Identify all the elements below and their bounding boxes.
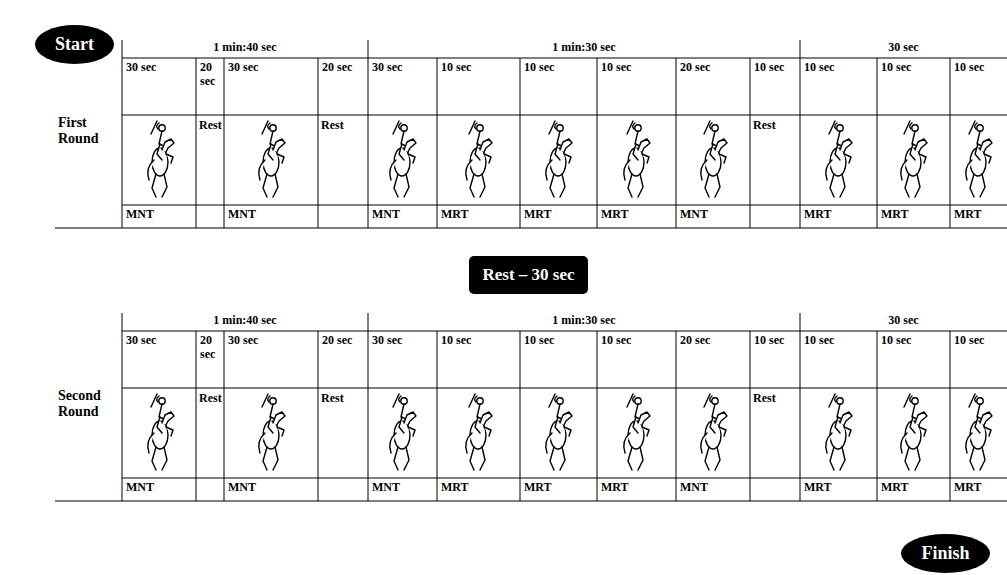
training-type: MRT — [804, 481, 875, 495]
second-round-grid — [55, 313, 1007, 501]
training-type: MRT — [954, 208, 1005, 222]
training-type: MNT — [372, 208, 435, 222]
rest-cell: Rest — [753, 119, 799, 133]
first-round-grid — [55, 40, 1007, 228]
training-type: MRT — [804, 208, 875, 222]
interval-duration: 20 sec — [322, 61, 366, 75]
training-type: MNT — [228, 208, 316, 222]
node-text: Start — [55, 34, 94, 55]
interval-duration: 10 sec — [881, 61, 948, 75]
finish-terminal: Finish — [901, 534, 990, 573]
training-type: MNT — [228, 481, 316, 495]
rest-cell: Rest — [321, 119, 367, 133]
interval-duration: 10 sec — [804, 61, 875, 75]
rest-cell: Rest — [321, 392, 367, 406]
rest-cell: Rest — [199, 119, 223, 133]
node-text: Rest – 30 sec — [482, 265, 574, 285]
interval-duration: 10 sec — [754, 61, 798, 75]
interval-duration: 30 sec — [372, 61, 435, 75]
training-type: MRT — [601, 481, 674, 495]
phase-duration: 30 sec — [802, 314, 1005, 328]
phase-duration: 1 min:40 sec — [124, 314, 366, 328]
phase-duration: 30 sec — [802, 41, 1005, 55]
training-type: MRT — [954, 481, 1005, 495]
interval-duration: 10 sec — [804, 334, 875, 348]
training-type: MNT — [372, 481, 435, 495]
interval-duration: 30 sec — [228, 334, 316, 348]
training-type: MRT — [881, 208, 948, 222]
rest-cell: Rest — [753, 392, 799, 406]
training-type: MNT — [680, 481, 748, 495]
interval-duration: 10 sec — [524, 334, 595, 348]
training-type: MRT — [524, 208, 595, 222]
start-terminal: Start — [35, 25, 114, 64]
interval-duration: 20 sec — [680, 334, 748, 348]
interval-duration: 10 sec — [601, 61, 674, 75]
round-label: Second Round — [58, 388, 118, 420]
interval-duration: 10 sec — [881, 334, 948, 348]
interval-duration: 30 sec — [126, 334, 194, 348]
training-type: MRT — [441, 208, 518, 222]
node-text: Finish — [921, 543, 969, 564]
interval-duration: 10 sec — [954, 334, 1005, 348]
interval-duration: 30 sec — [228, 61, 316, 75]
training-type: MRT — [601, 208, 674, 222]
training-type: MRT — [524, 481, 595, 495]
training-type: MNT — [680, 208, 748, 222]
interval-duration: 20 sec — [200, 334, 222, 362]
interval-duration: 30 sec — [126, 61, 194, 75]
interval-duration: 30 sec — [372, 334, 435, 348]
interval-duration: 20 sec — [680, 61, 748, 75]
training-type: MNT — [126, 481, 194, 495]
training-type: MNT — [126, 208, 194, 222]
interval-duration: 10 sec — [601, 334, 674, 348]
training-type: MRT — [441, 481, 518, 495]
round-label: First Round — [58, 115, 118, 147]
rest-box: Rest – 30 sec — [469, 256, 588, 294]
training-type: MRT — [881, 481, 948, 495]
interval-duration: 10 sec — [754, 334, 798, 348]
interval-duration: 10 sec — [524, 61, 595, 75]
phase-duration: 1 min:30 sec — [370, 314, 798, 328]
phase-duration: 1 min:30 sec — [370, 41, 798, 55]
interval-duration: 20 sec — [200, 61, 222, 89]
interval-duration: 10 sec — [441, 334, 518, 348]
phase-duration: 1 min:40 sec — [124, 41, 366, 55]
rest-cell: Rest — [199, 392, 223, 406]
interval-duration: 10 sec — [441, 61, 518, 75]
interval-duration: 10 sec — [954, 61, 1005, 75]
interval-duration: 20 sec — [322, 334, 366, 348]
